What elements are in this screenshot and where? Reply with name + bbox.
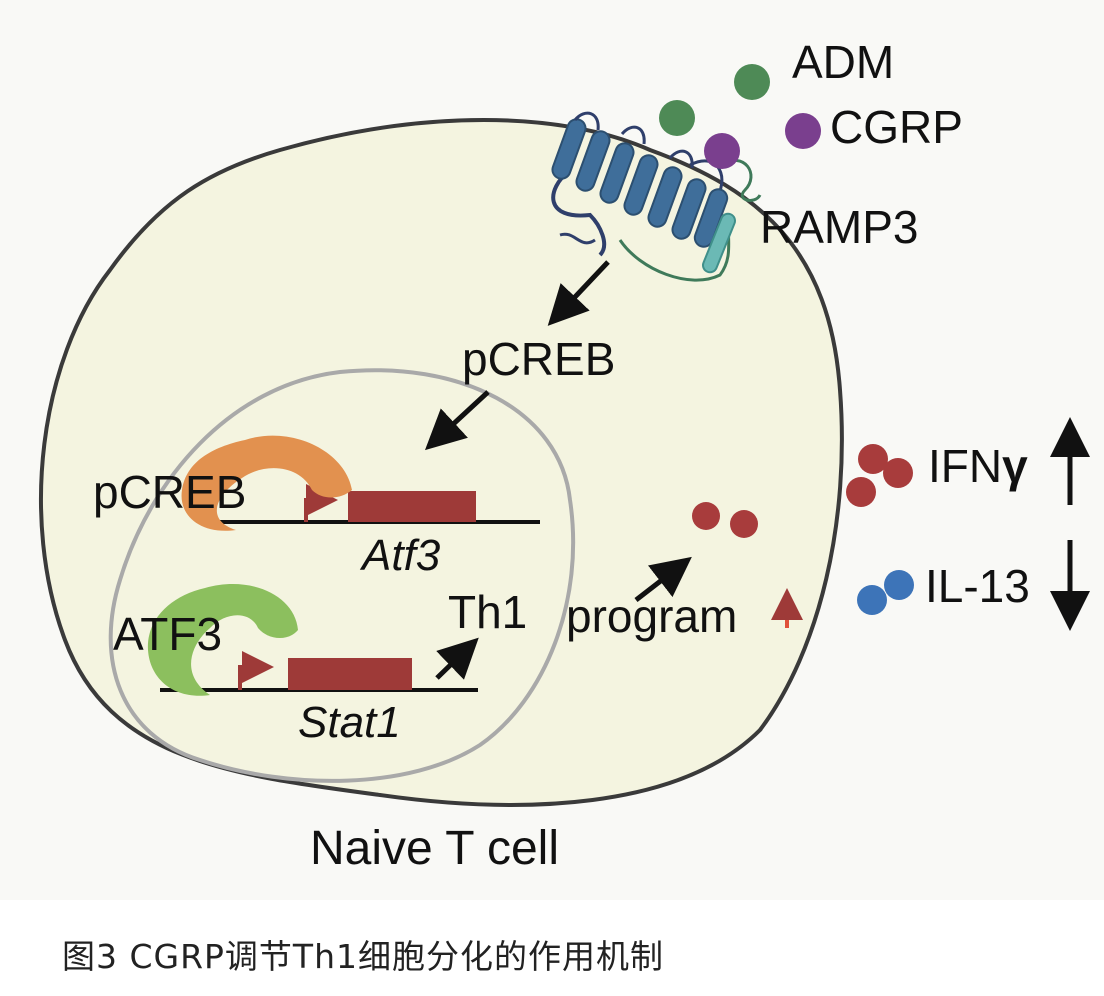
ifng-particle xyxy=(846,477,876,507)
stat1-gene-box xyxy=(288,658,412,690)
cytokine-granule xyxy=(692,502,720,530)
atf3-gene-locus xyxy=(181,435,540,531)
atf3-factor-shape xyxy=(147,584,298,696)
stat1-gene-label: Stat1 xyxy=(298,698,401,747)
il13-particle xyxy=(884,570,914,600)
ifng-label: IFNγ xyxy=(928,440,1028,492)
cell-type-label: Naive T cell xyxy=(310,822,559,875)
ifng-particle xyxy=(883,458,913,488)
tm-helix xyxy=(623,154,659,216)
adm-ligand xyxy=(659,100,695,136)
nuclear-entry-arrow xyxy=(424,390,490,451)
atf3-factor-label: ATF3 xyxy=(113,608,222,660)
th1-label: Th1 xyxy=(448,586,527,638)
il13-particle xyxy=(857,585,887,615)
cytokine-granule xyxy=(730,510,758,538)
secretion-arrow xyxy=(634,556,692,602)
adm-label: ADM xyxy=(792,36,894,88)
pcreb-nuclear-label: pCREB xyxy=(93,466,246,518)
receptor-loop xyxy=(551,168,607,257)
tm-helix xyxy=(647,166,683,228)
transcription-start-arrow xyxy=(304,484,338,522)
receptor-loop xyxy=(559,232,596,245)
atf3-gene-label: Atf3 xyxy=(359,531,441,580)
nucleus-envelope xyxy=(108,368,576,783)
cgrp-ligand xyxy=(785,113,821,149)
pcreb-factor-shape xyxy=(181,435,352,531)
adm-ligand xyxy=(734,64,770,100)
stat1-gene-locus xyxy=(147,584,478,696)
receptor-loop xyxy=(573,111,694,169)
tm-helix xyxy=(671,178,707,240)
figure-caption: 图3 CGRP调节Th1细胞分化的作用机制 xyxy=(62,937,664,976)
ifng-particle xyxy=(858,444,888,474)
tm-helix xyxy=(575,130,611,192)
cell-membrane xyxy=(39,118,844,807)
atf3-gene-box xyxy=(348,491,476,522)
receptor-complex xyxy=(551,111,762,282)
ramp3-label: RAMP3 xyxy=(760,201,918,253)
cgrp-ligand xyxy=(704,133,740,169)
signal-arrow xyxy=(547,260,610,326)
th1-arrow xyxy=(435,637,479,680)
transcription-start-arrow xyxy=(238,651,274,690)
il13-label: IL-13 xyxy=(925,560,1030,612)
cgrp-label: CGRP xyxy=(830,101,963,153)
program-label: program xyxy=(566,590,737,642)
tm-helix xyxy=(551,118,587,180)
tm-helix xyxy=(599,142,635,204)
ramp-loop xyxy=(719,158,762,202)
ramp3-helix xyxy=(702,212,736,274)
pcreb-cytoplasm-label: pCREB xyxy=(462,333,615,385)
